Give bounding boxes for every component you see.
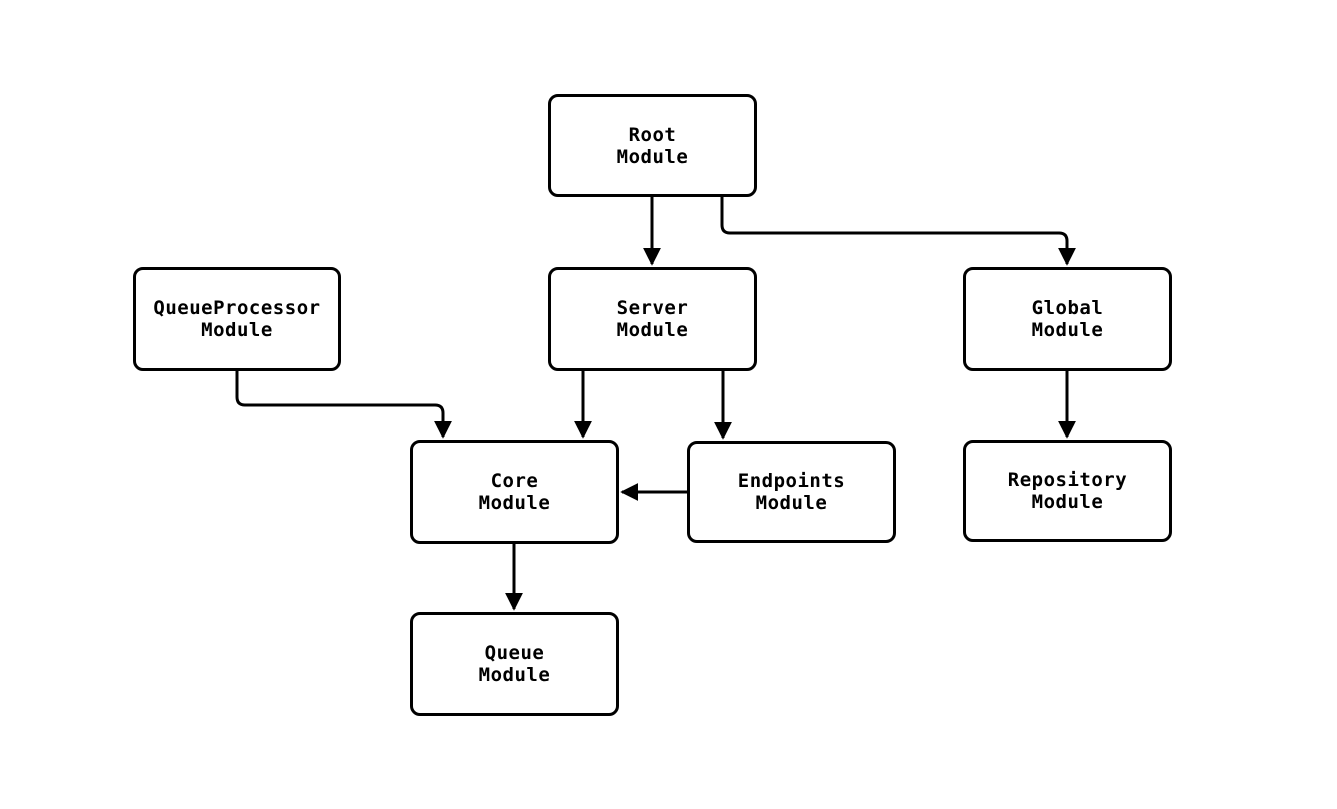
node-server-module-label: Server Module [616,297,689,341]
edge-root-to-global [720,197,1076,266]
node-endpoints-module-label: Endpoints Module [737,470,846,514]
node-queue-module: Queue Module [410,612,619,716]
node-queue-module-label: Queue Module [478,642,551,686]
node-root-module: Root Module [548,94,757,197]
node-core-module-label: Core Module [478,470,551,514]
node-queueprocessor-module: QueueProcessor Module [133,267,341,371]
node-queueprocessor-module-label: QueueProcessor Module [153,297,321,341]
node-core-module: Core Module [410,440,619,544]
edge-queueprocessor-to-core [235,371,452,439]
node-root-module-label: Root Module [616,123,689,168]
node-global-module-label: Global Module [1031,297,1104,341]
node-repository-module-label: Repository Module [1007,469,1128,513]
node-repository-module: Repository Module [963,440,1172,542]
node-server-module: Server Module [548,267,757,371]
node-global-module: Global Module [963,267,1172,371]
node-endpoints-module: Endpoints Module [687,441,896,543]
